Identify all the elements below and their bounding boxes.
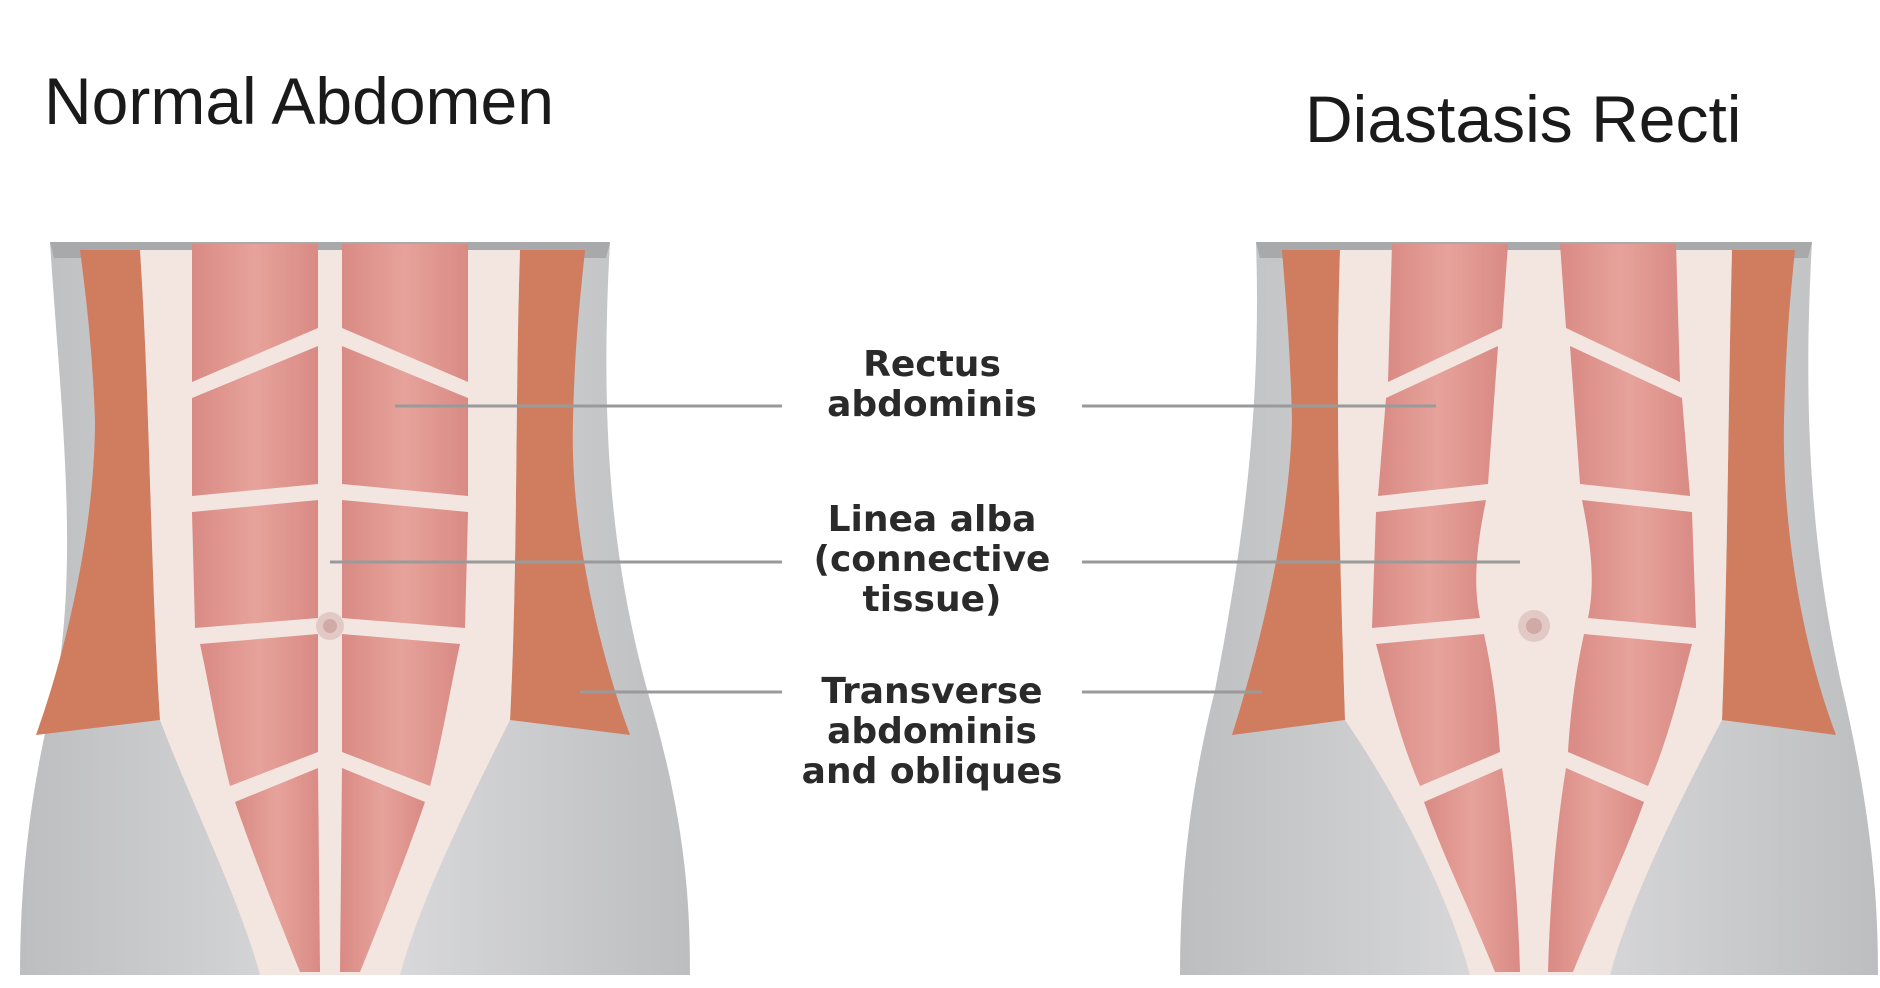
title-normal-abdomen: Normal Abdomen [44, 68, 554, 134]
label-rectus-abdominis: Rectus abdominis [782, 345, 1082, 425]
label-rectus-line: Rectus [782, 345, 1082, 385]
label-transverse-line: Transverse [782, 672, 1082, 712]
label-linea-line: tissue) [782, 580, 1082, 620]
torso-diastasis [1180, 242, 1878, 975]
label-rectus-line: abdominis [782, 385, 1082, 425]
label-linea-line: Linea alba [782, 500, 1082, 540]
oblique-left-normal [36, 250, 160, 735]
title-diastasis-recti: Diastasis Recti [1305, 86, 1741, 152]
torso-normal [20, 242, 690, 975]
label-transverse-line: and obliques [782, 752, 1082, 792]
label-transverse-line: abdominis [782, 712, 1082, 752]
label-transverse-abdominis: Transverse abdominis and obliques [782, 672, 1082, 792]
label-linea-line: (connective [782, 540, 1082, 580]
label-linea-alba: Linea alba (connective tissue) [782, 500, 1082, 620]
